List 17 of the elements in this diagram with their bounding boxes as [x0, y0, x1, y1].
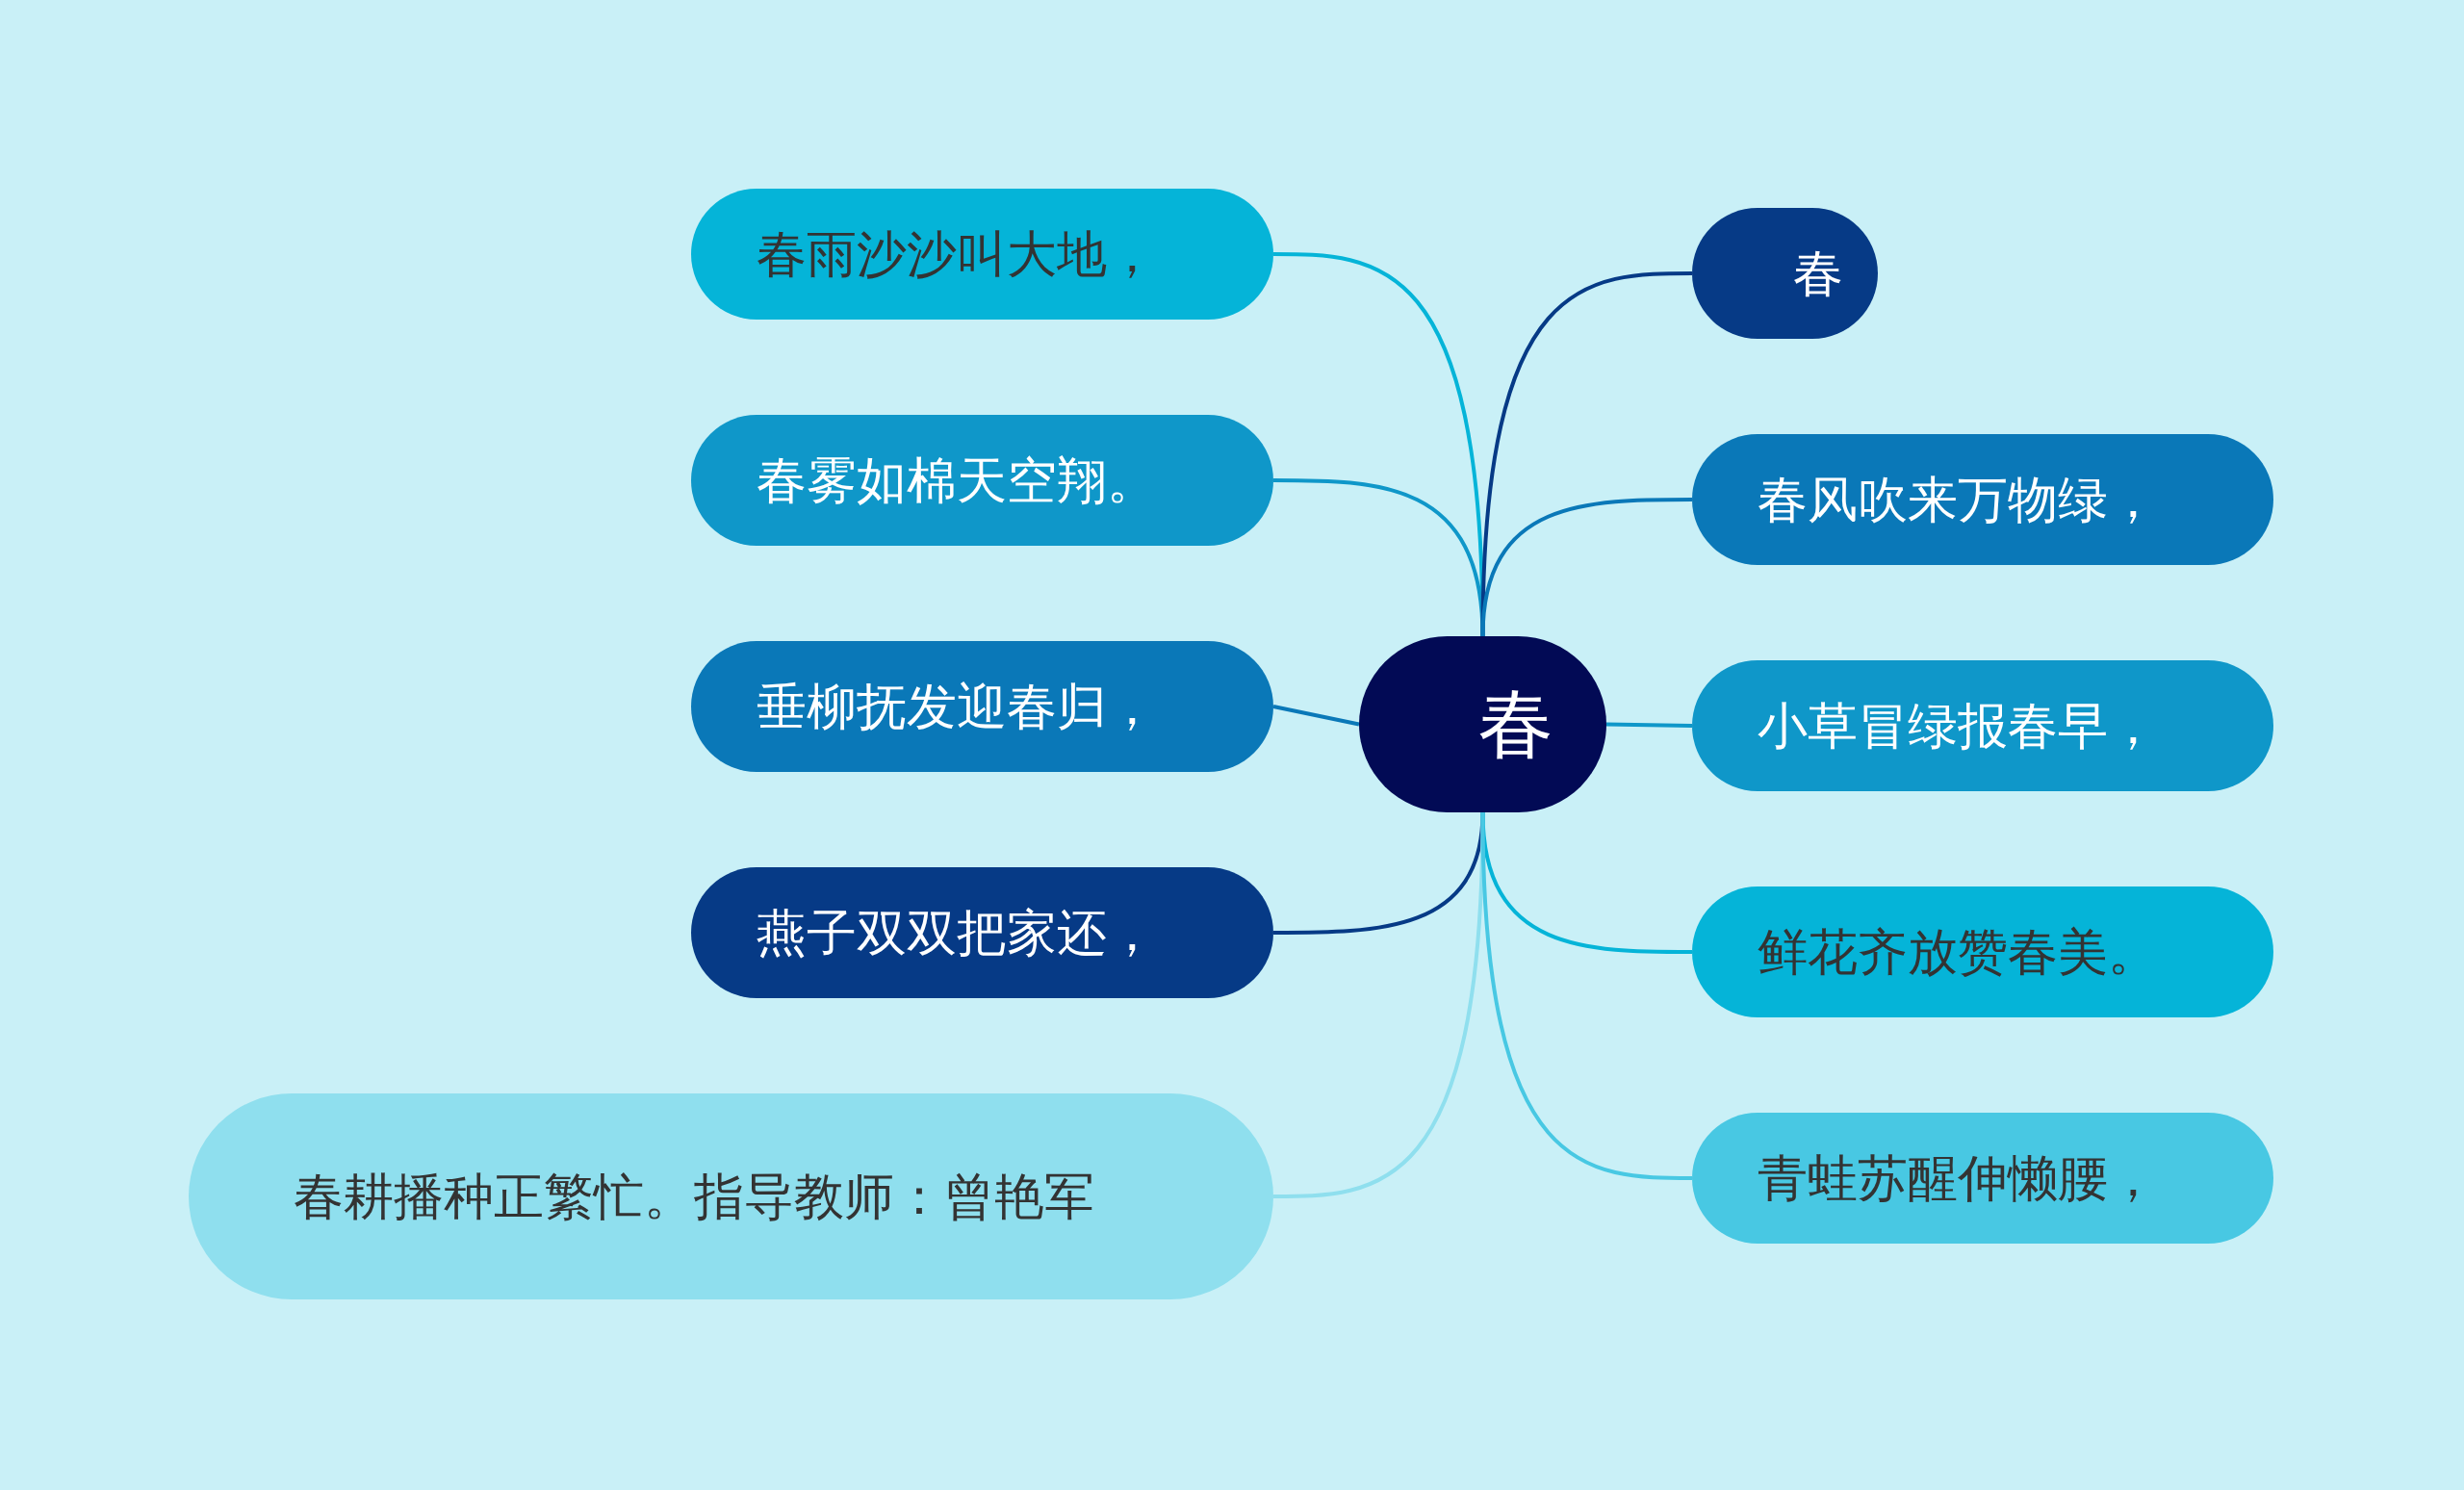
connector-line	[1480, 271, 1692, 637]
connector-line	[1605, 722, 1693, 728]
connector-line	[1272, 705, 1360, 727]
connector-line	[1480, 498, 1692, 637]
connector-line	[1273, 811, 1485, 1198]
topic-text: 春雨沙沙叫大地，	[757, 224, 1157, 285]
topic-text: 春	[1477, 680, 1553, 769]
topic-text: 小草冒绿报春早，	[1758, 696, 2158, 757]
topic-text: 燕子双双把家还，	[757, 903, 1157, 963]
topic-text: 春耕播种正繁忙。指导教师：曾艳军	[294, 1167, 1094, 1227]
topic-text: 青蛙苏醒伸懒腰，	[1758, 1148, 2158, 1209]
topic-text: 鲜花齐放赞春美。	[1758, 922, 2158, 983]
connector-line	[1480, 811, 1692, 1180]
topic-text: 春雾如棉天空翔。	[757, 450, 1157, 511]
topic-text: 春风吹来万物绿，	[1758, 470, 2158, 530]
topic-text: 垂柳抚发迎春归，	[757, 677, 1157, 737]
topic-text: 春	[1792, 244, 1843, 304]
